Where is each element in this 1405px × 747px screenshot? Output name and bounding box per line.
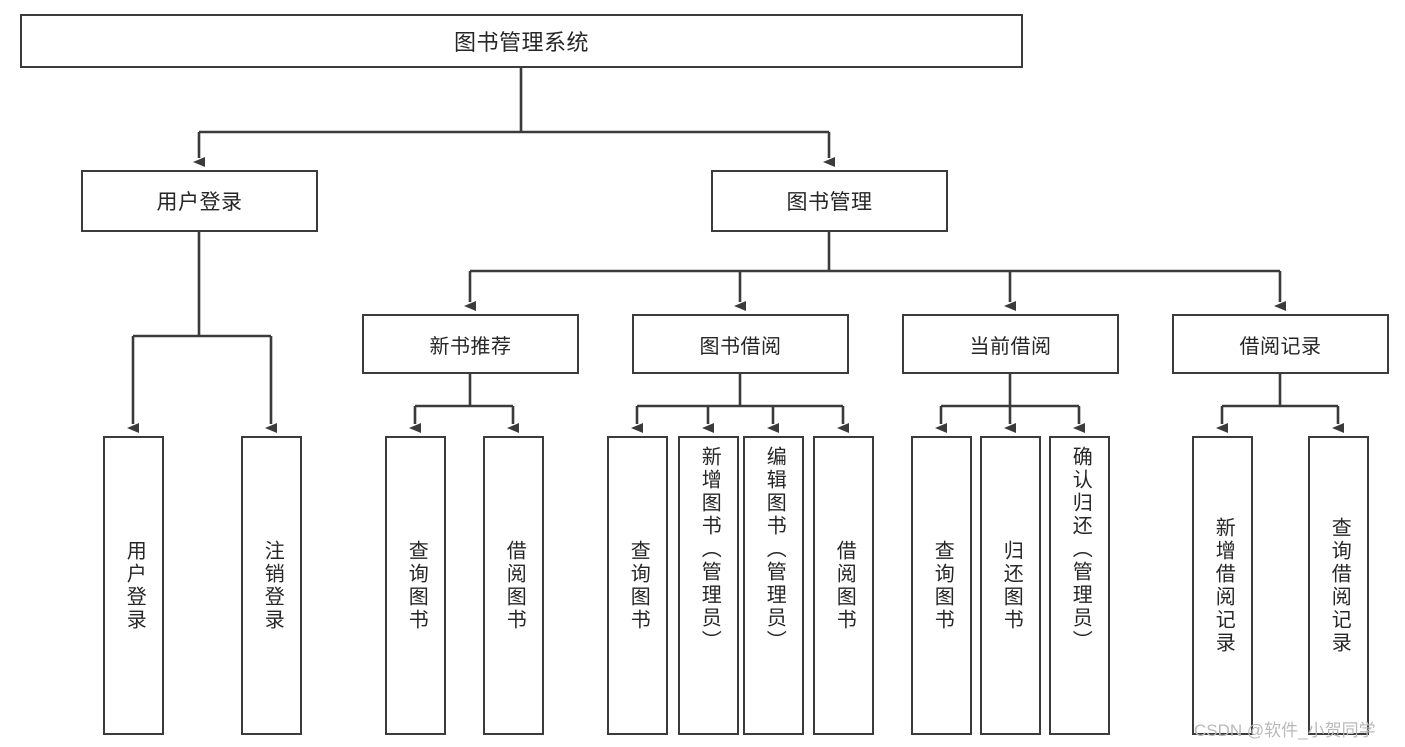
leaf-current-return-book[interactable]: 归还图书 [980,436,1041,735]
leaf-user-login-signout-label: 注销登录 [261,539,284,632]
leaf-borrow-add-book[interactable]: 新增图书（管理员） [678,436,739,735]
leaf-record-add[interactable]: 新增借阅记录 [1192,436,1253,735]
leaf-new-book-query[interactable]: 查询图书 [385,436,446,735]
node-root-label: 图书管理系统 [453,30,589,55]
node-book-management-label: 图书管理 [786,191,873,214]
node-book-borrow-label: 图书借阅 [699,335,782,358]
leaf-current-confirm-return[interactable]: 确认归还（管理员） [1049,436,1110,735]
leaf-current-query-book-label: 查询图书 [931,539,954,632]
node-user-login[interactable]: 用户登录 [81,170,318,232]
leaf-user-login-signout[interactable]: 注销登录 [241,436,302,735]
leaf-record-query[interactable]: 查询借阅记录 [1308,436,1369,735]
node-new-book-recommend-label: 新书推荐 [429,335,512,358]
leaf-current-return-book-label: 归还图书 [1000,539,1023,632]
node-current-borrow-label: 当前借阅 [969,335,1052,358]
leaf-current-query-book[interactable]: 查询图书 [911,436,972,735]
leaf-borrow-edit-book-label: 编辑图书（管理员） [763,446,786,653]
node-current-borrow[interactable]: 当前借阅 [902,314,1119,374]
watermark-text: CSDN @软件_小贺同学 [1194,721,1376,740]
leaf-borrow-borrow-book[interactable]: 借阅图书 [813,436,874,735]
leaf-record-add-label: 新增借阅记录 [1212,516,1235,655]
leaf-borrow-query-book-label: 查询图书 [627,539,650,632]
leaf-current-confirm-return-label: 确认归还（管理员） [1069,446,1092,653]
leaf-user-login-signin[interactable]: 用户登录 [103,436,164,735]
leaf-borrow-borrow-book-label: 借阅图书 [833,539,856,632]
leaf-borrow-query-book[interactable]: 查询图书 [607,436,668,735]
leaf-borrow-add-book-label: 新增图书（管理员） [698,446,721,653]
node-borrow-record[interactable]: 借阅记录 [1172,314,1389,374]
leaf-new-book-borrow-label: 借阅图书 [503,539,526,632]
node-new-book-recommend[interactable]: 新书推荐 [362,314,579,374]
node-book-borrow[interactable]: 图书借阅 [632,314,849,374]
node-root[interactable]: 图书管理系统 [20,14,1023,68]
leaf-borrow-edit-book[interactable]: 编辑图书（管理员） [743,436,804,735]
leaf-user-login-signin-label: 用户登录 [123,539,146,632]
leaf-record-query-label: 查询借阅记录 [1328,516,1351,655]
node-user-login-label: 用户登录 [156,191,243,214]
node-book-management[interactable]: 图书管理 [711,170,948,232]
leaf-new-book-query-label: 查询图书 [405,539,428,632]
leaf-new-book-borrow[interactable]: 借阅图书 [483,436,544,735]
node-borrow-record-label: 借阅记录 [1239,335,1322,358]
